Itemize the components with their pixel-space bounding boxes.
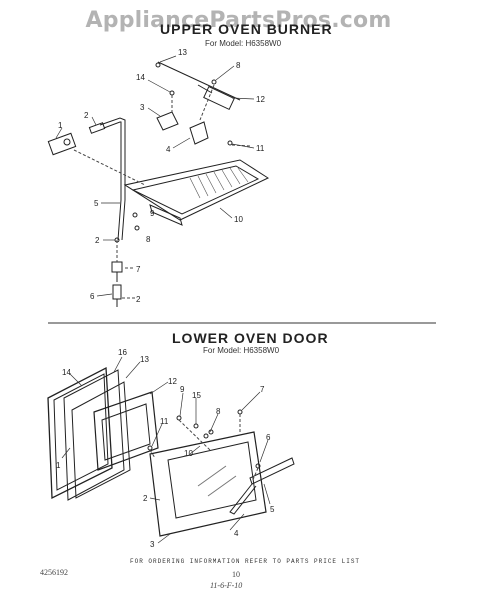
burner-body-part: [123, 159, 270, 221]
shutter-part: [203, 85, 235, 111]
rod-part: [157, 61, 241, 101]
gas-tube-part: [99, 117, 126, 241]
callout-upper-7: 7: [136, 265, 141, 274]
door-inner-panel: [149, 431, 267, 537]
callout-lower-11: 11: [160, 417, 169, 426]
valve-part: [47, 132, 77, 156]
bracket-part: [156, 111, 179, 131]
callout-upper-13: 13: [178, 48, 187, 57]
callout-upper-2b: 2: [95, 236, 100, 245]
callout-lower-13: 13: [140, 355, 149, 364]
fitting-nut-part: [112, 284, 122, 300]
lower-section-title: LOWER OVEN DOOR: [172, 330, 329, 346]
callout-upper-9: 9: [150, 209, 155, 218]
callout-lower-7: 7: [260, 385, 265, 394]
callout-upper-10: 10: [234, 215, 243, 224]
callout-lower-15: 15: [192, 391, 201, 400]
ordering-note: FOR ORDERING INFORMATION REFER TO PARTS …: [130, 558, 361, 565]
callout-upper-8b: 8: [146, 235, 151, 244]
clip-part: [189, 121, 209, 145]
callout-lower-4: 4: [234, 529, 239, 538]
door-window-panel: [93, 391, 159, 471]
callout-upper-3: 3: [140, 103, 145, 112]
callout-upper-4: 4: [166, 145, 171, 154]
callout-lower-1: 1: [56, 461, 61, 470]
upper-callouts: 13 8 14 12 2 3 1 11 4 5 9 10 2 8 7 6 2: [58, 48, 265, 304]
orifice-part: [88, 122, 106, 134]
upper-section-title: UPPER OVEN BURNER: [160, 21, 333, 37]
fitting-part: [111, 261, 123, 273]
callout-lower-14: 14: [62, 368, 71, 377]
callout-lower-8: 8: [216, 407, 221, 416]
callout-upper-2c: 2: [136, 295, 141, 304]
callout-upper-6: 6: [90, 292, 95, 301]
callout-lower-16: 16: [118, 348, 127, 357]
callout-lower-2: 2: [143, 494, 148, 503]
callout-lower-3: 3: [150, 540, 155, 549]
lower-callouts: 16 13 14 12 9 7 15 11 8 6 10 5 1 2 4 3: [56, 348, 275, 549]
handwritten-note: 11-6-F-10: [210, 581, 243, 590]
callout-lower-10: 10: [184, 449, 193, 458]
callout-lower-6: 6: [266, 433, 271, 442]
watermark: AppliancePartsPros.com: [85, 8, 392, 33]
upper-model-label: For Model: H6358W0: [205, 39, 282, 48]
door-handle-part: [249, 457, 295, 485]
door-outer-panel: [47, 366, 113, 500]
page-number: 10: [232, 570, 240, 579]
callout-lower-5: 5: [270, 505, 275, 514]
callout-upper-5: 5: [94, 199, 99, 208]
callout-upper-12: 12: [256, 95, 265, 104]
callout-upper-14: 14: [136, 73, 145, 82]
door-inner-frame: [71, 381, 131, 499]
callout-lower-9: 9: [180, 385, 185, 394]
part-number: 4256192: [40, 568, 68, 577]
callout-upper-11: 11: [256, 144, 265, 153]
callout-upper-8: 8: [236, 61, 241, 70]
lower-model-label: For Model: H6358W0: [203, 346, 280, 355]
callout-upper-2a: 2: [84, 111, 89, 120]
callout-upper-1: 1: [58, 121, 63, 130]
door-gasket-frame: [63, 369, 125, 501]
callout-lower-12: 12: [168, 377, 177, 386]
